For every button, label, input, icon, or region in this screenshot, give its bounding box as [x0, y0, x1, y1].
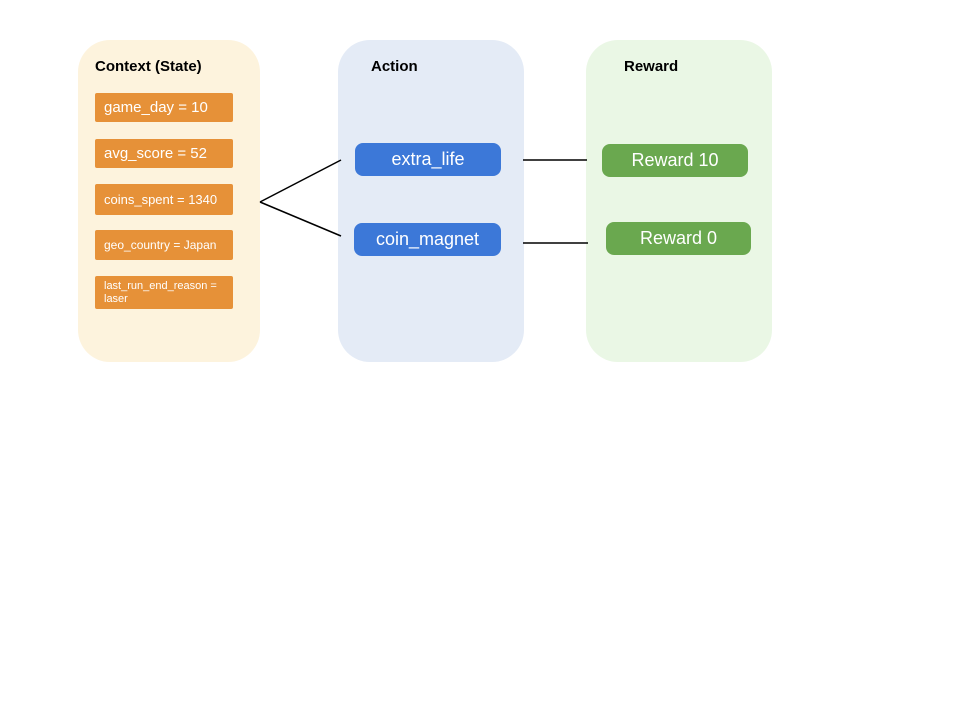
reward-box-reward-0: Reward 0: [606, 222, 751, 255]
action-panel-title: Action: [371, 58, 418, 75]
reward-panel: Reward Reward 10 Reward 0: [586, 40, 772, 362]
context-item-avg-score: avg_score = 52: [95, 139, 233, 168]
context-panel: Context (State) game_day = 10 avg_score …: [78, 40, 260, 362]
action-box-coin-magnet: coin_magnet: [354, 223, 501, 256]
reward-box-reward-10: Reward 10: [602, 144, 748, 177]
context-panel-title: Context (State): [95, 58, 202, 75]
context-item-geo-country: geo_country = Japan: [95, 230, 233, 260]
context-item-game-day: game_day = 10: [95, 93, 233, 122]
context-item-last-run-end-reason: last_run_end_reason = laser: [95, 276, 233, 309]
action-panel: Action extra_life coin_magnet: [338, 40, 524, 362]
context-item-coins-spent: coins_spent = 1340: [95, 184, 233, 215]
action-box-extra-life: extra_life: [355, 143, 501, 176]
reward-panel-title: Reward: [624, 58, 679, 75]
